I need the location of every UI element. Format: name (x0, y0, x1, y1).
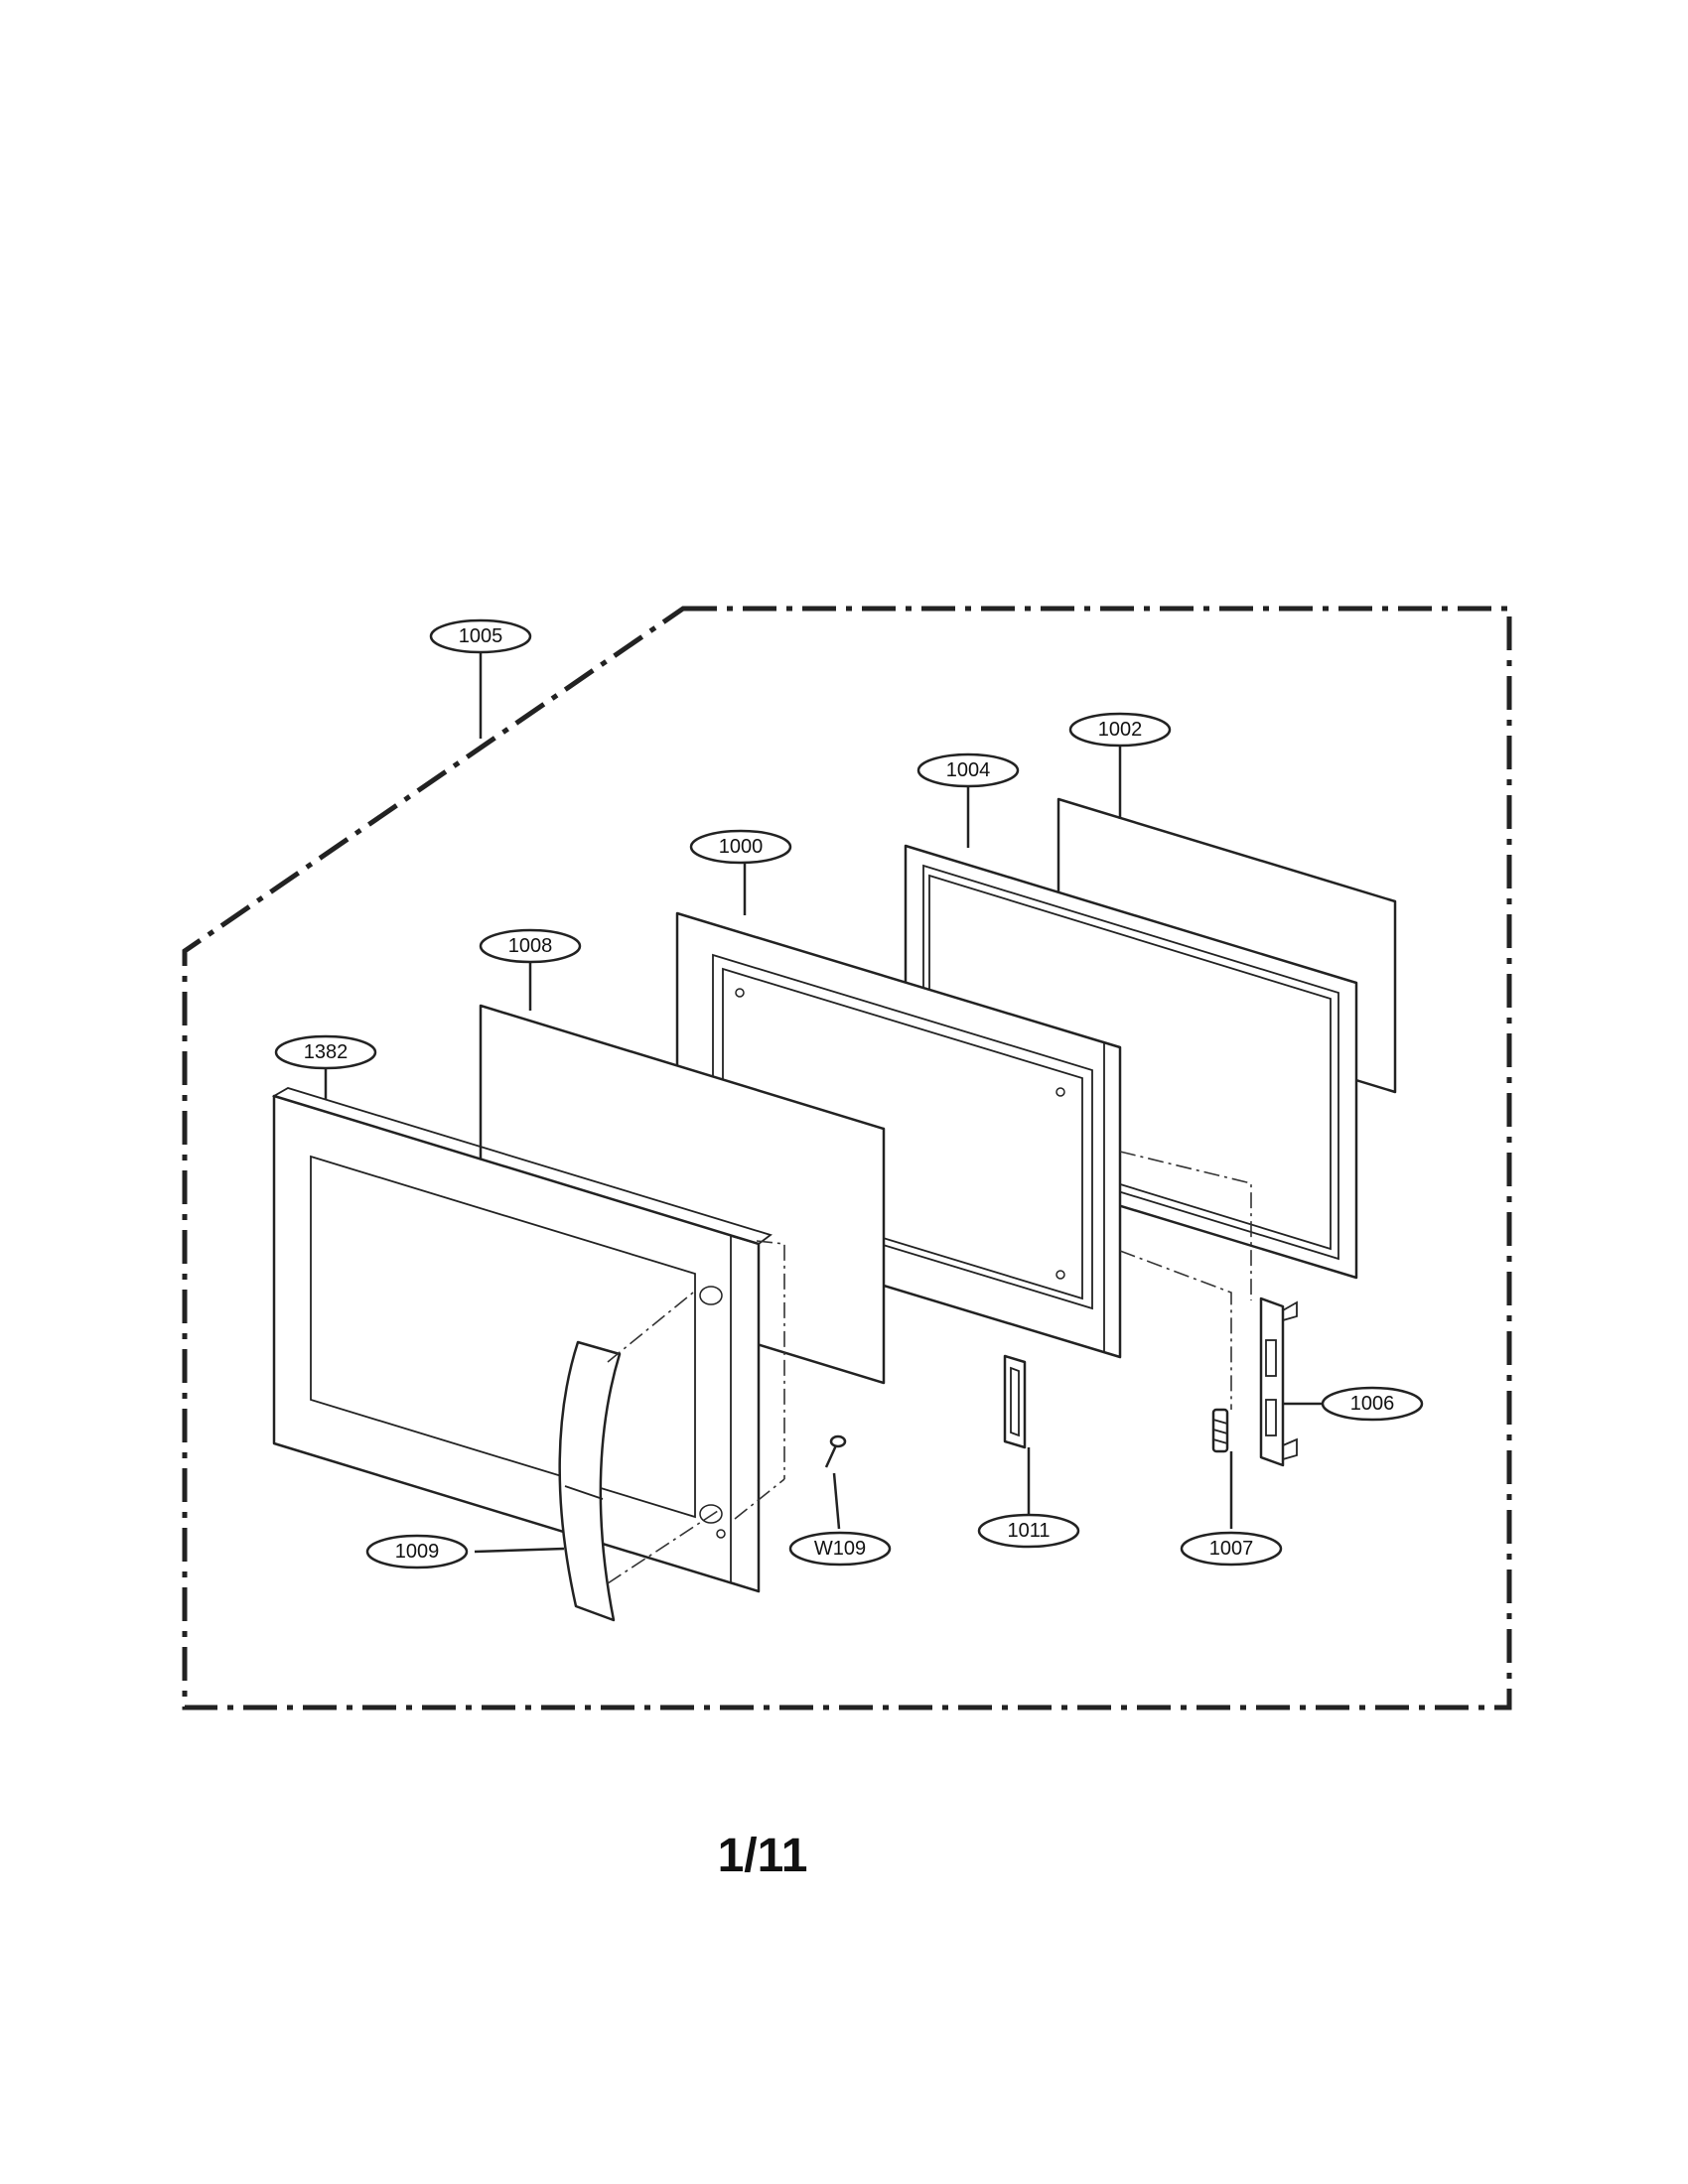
callout-w109: W109 (788, 1531, 892, 1567)
svg-text:W109: W109 (814, 1538, 866, 1560)
screw (824, 1434, 847, 1468)
handle (558, 1340, 622, 1622)
svg-text:1004: 1004 (946, 759, 991, 781)
callout-1011: 1011 (977, 1513, 1080, 1549)
svg-text:1005: 1005 (459, 625, 503, 647)
svg-text:1009: 1009 (395, 1541, 440, 1563)
assembly-boundary (182, 606, 1512, 1710)
callout-1004: 1004 (916, 752, 1020, 788)
callout-1002: 1002 (1068, 712, 1172, 748)
svg-text:1007: 1007 (1209, 1538, 1254, 1560)
svg-text:1008: 1008 (508, 935, 553, 957)
page-number: 1/11 (718, 1830, 808, 1882)
spring (1211, 1408, 1229, 1453)
callout-1382: 1382 (274, 1034, 377, 1070)
svg-text:1000: 1000 (719, 836, 764, 858)
latch-part (1003, 1354, 1027, 1449)
alignment-lines (607, 1151, 1252, 1584)
callout-1009: 1009 (365, 1534, 469, 1570)
callout-1000: 1000 (689, 829, 792, 865)
svg-text:1002: 1002 (1098, 719, 1143, 741)
callout-1006: 1006 (1321, 1386, 1424, 1422)
svg-text:1006: 1006 (1350, 1393, 1395, 1415)
svg-text:1011: 1011 (1007, 1520, 1050, 1542)
leader-lines (324, 650, 1327, 1554)
door-frame-front (271, 1087, 773, 1593)
callout-1005: 1005 (429, 618, 532, 654)
callout-1007: 1007 (1180, 1531, 1283, 1567)
latch-hook (1259, 1297, 1298, 1467)
callout-1008: 1008 (479, 928, 582, 964)
svg-text:1382: 1382 (304, 1041, 349, 1063)
